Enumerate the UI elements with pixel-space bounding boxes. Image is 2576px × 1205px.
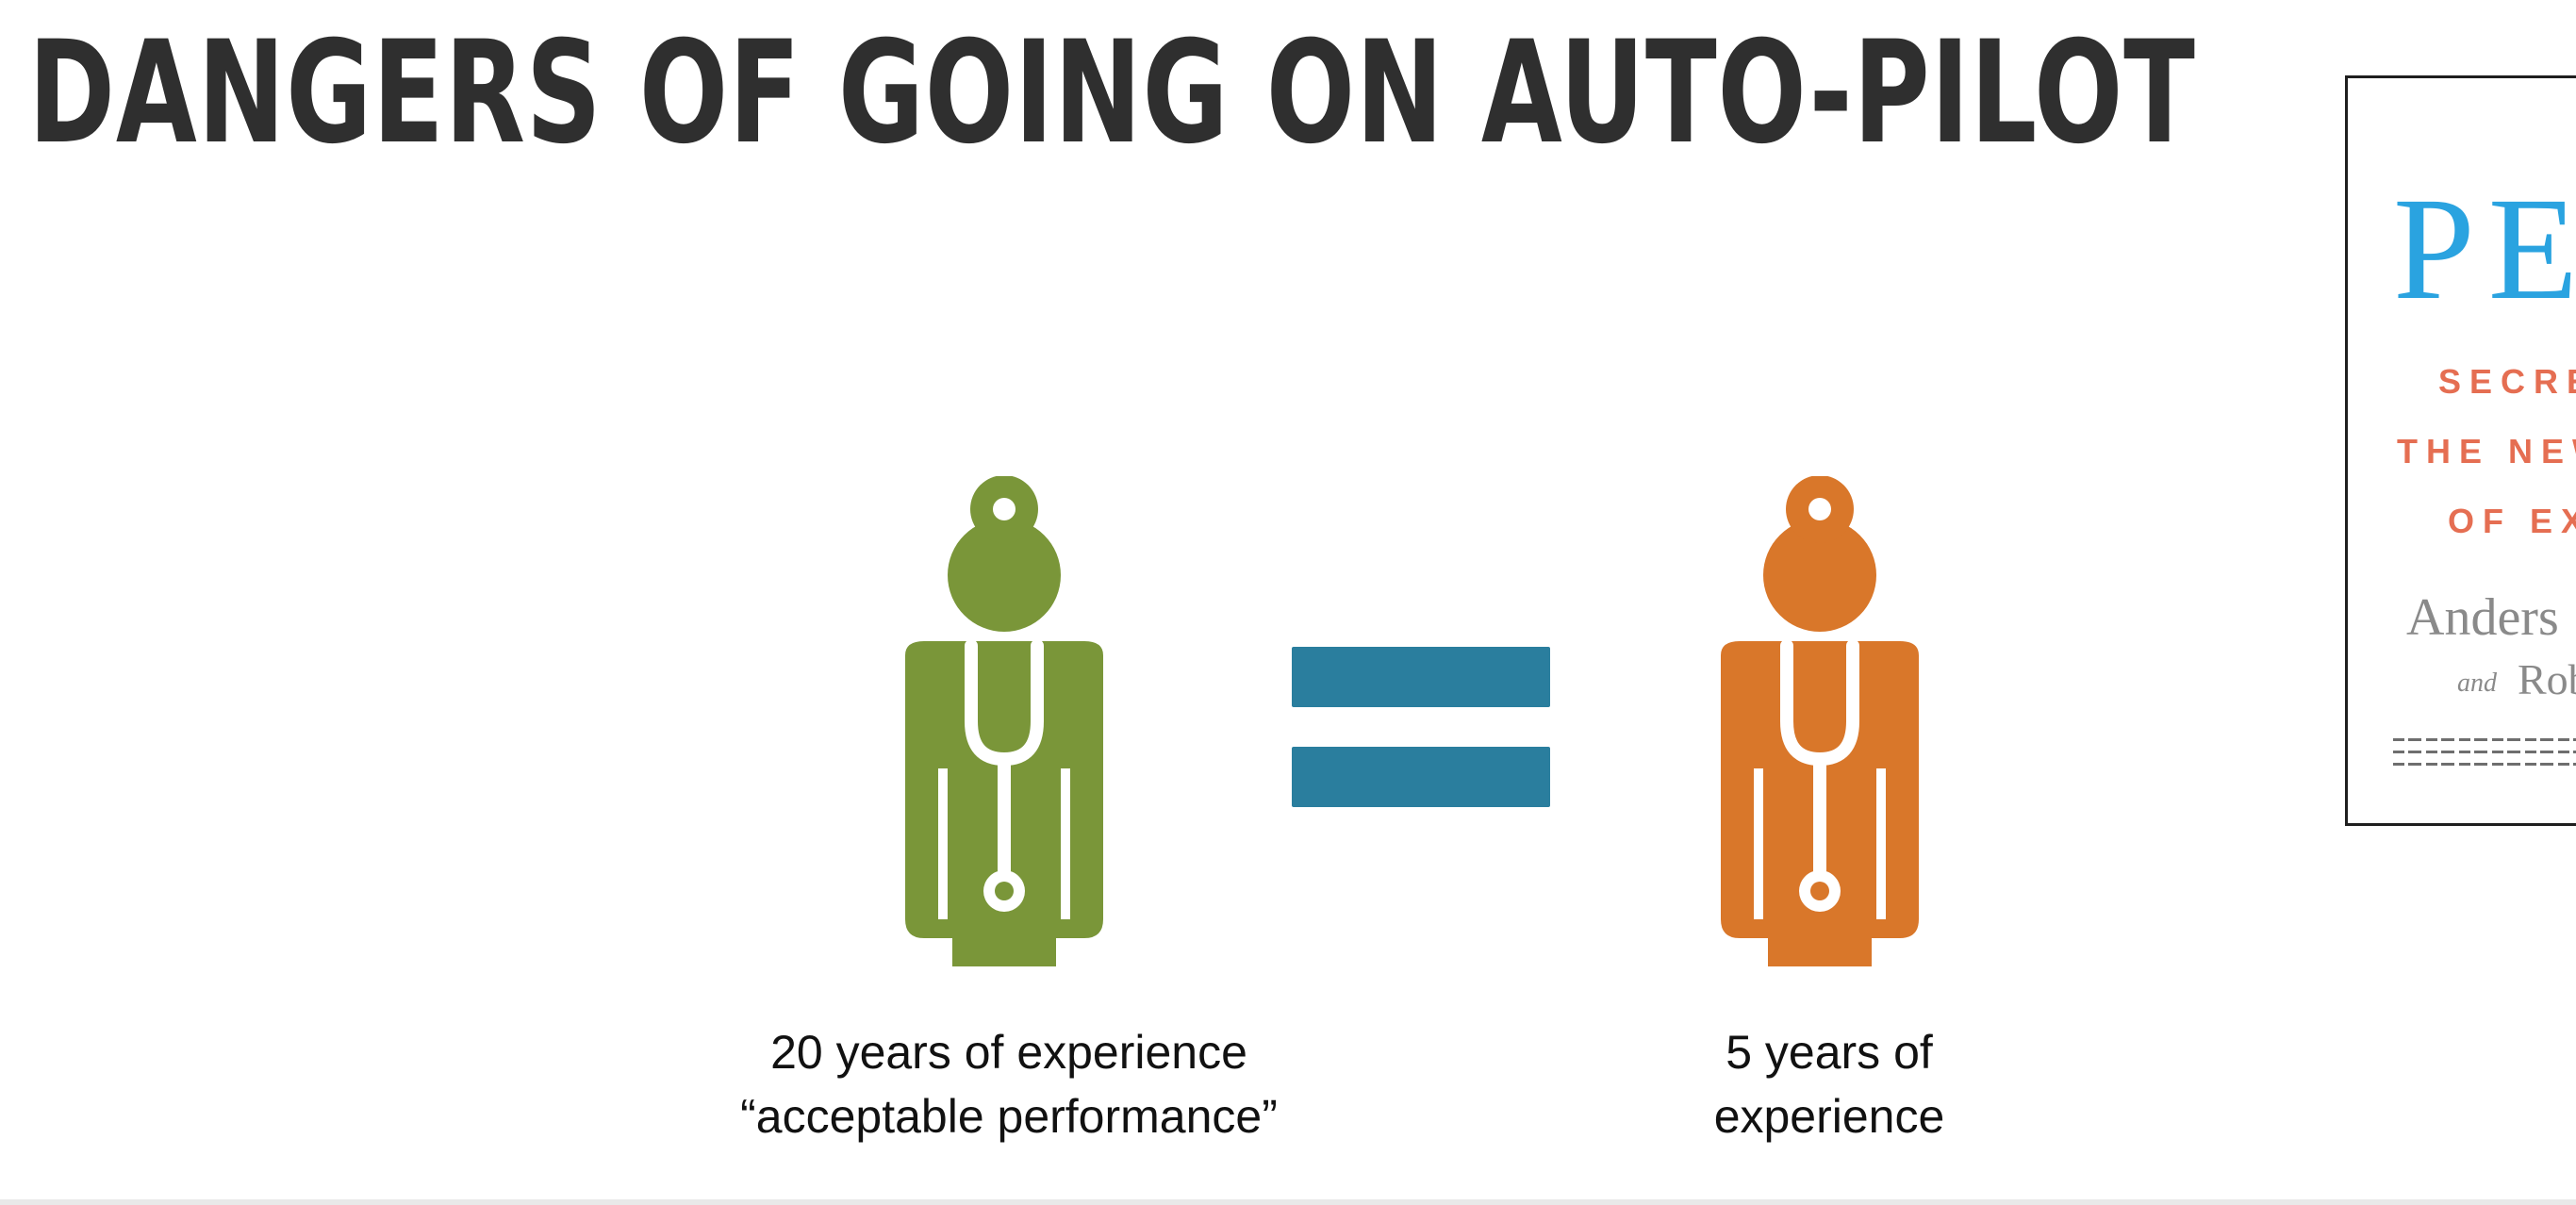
book-author-and: and bbox=[2457, 665, 2497, 702]
caption-left: 20 years of experience “acceptable perfo… bbox=[660, 1020, 1358, 1148]
book-cover-image: PE SECRET THE NEW OF EX Anders and Rob bbox=[2345, 75, 2576, 826]
doctor-left-icon bbox=[849, 476, 1160, 966]
book-author-line2: Rob bbox=[2518, 653, 2576, 706]
equals-top-bar bbox=[1292, 647, 1550, 707]
equals-bottom-bar bbox=[1292, 747, 1550, 807]
bottom-divider bbox=[0, 1199, 2576, 1205]
caption-right-line2: experience bbox=[1593, 1084, 2065, 1148]
book-subtitle-line3: OF EX bbox=[2448, 503, 2576, 540]
book-subtitle-line2: THE NEW bbox=[2397, 433, 2576, 470]
book-title: PE bbox=[2393, 169, 2576, 329]
caption-right-line1: 5 years of bbox=[1593, 1020, 2065, 1084]
doctor-right-icon bbox=[1664, 476, 1975, 966]
book-blurb-text bbox=[2393, 738, 2576, 785]
equals-sign-icon bbox=[1292, 647, 1550, 807]
caption-left-line1: 20 years of experience bbox=[660, 1020, 1358, 1084]
book-subtitle-line1: SECRET bbox=[2438, 363, 2576, 401]
book-author-line1: Anders bbox=[2406, 587, 2559, 648]
caption-left-line2: “acceptable performance” bbox=[660, 1084, 1358, 1148]
caption-right: 5 years of experience bbox=[1593, 1020, 2065, 1148]
slide-title: DANGERS OF GOING ON AUTO-PILOT bbox=[28, 13, 2196, 173]
